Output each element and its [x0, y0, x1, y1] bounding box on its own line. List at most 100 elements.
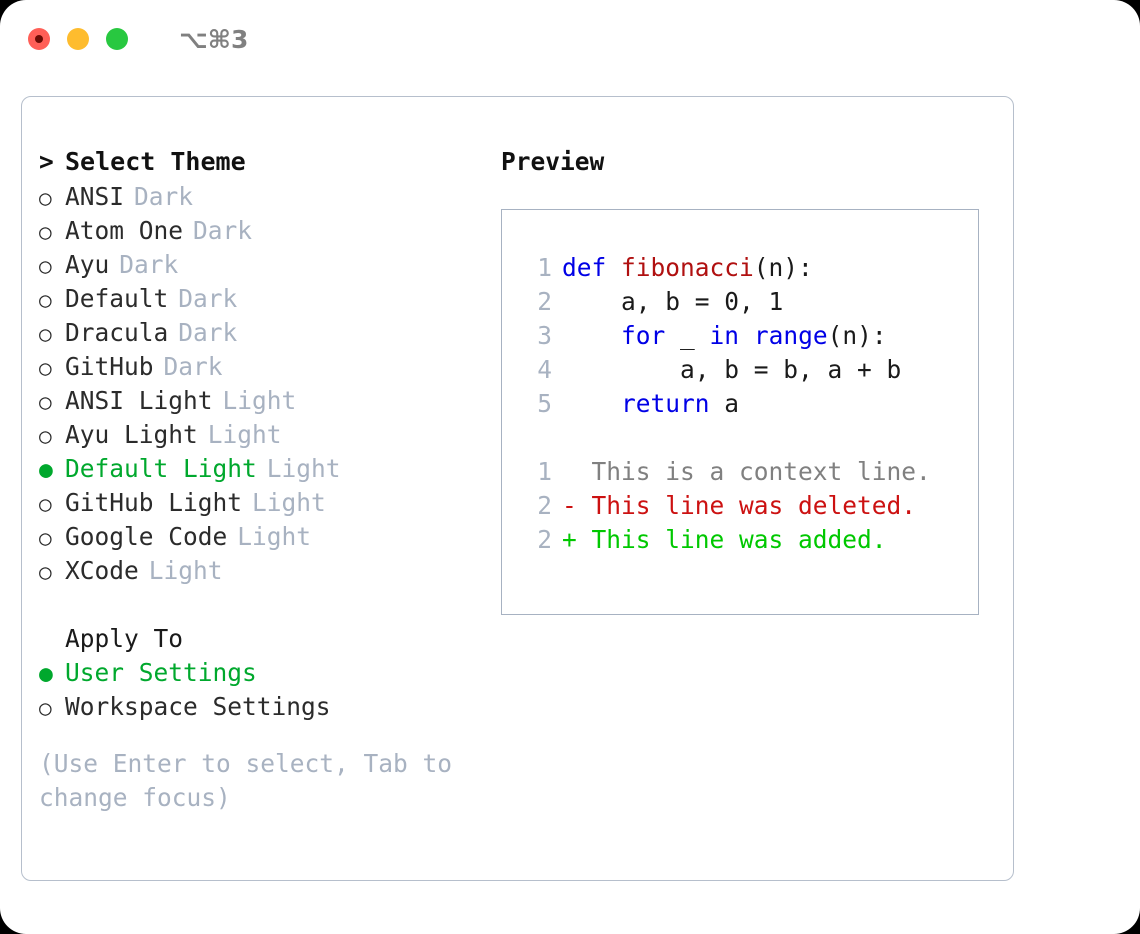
- theme-option-default[interactable]: ○ Default Dark: [39, 284, 494, 318]
- radio-empty-icon: ○: [39, 696, 52, 720]
- code-line-text: return a: [562, 389, 739, 418]
- radio-empty-icon: ○: [39, 424, 52, 448]
- radio-empty-icon: ○: [39, 560, 52, 584]
- radio-empty-icon: ○: [39, 288, 52, 312]
- theme-option-dracula[interactable]: ○ Dracula Dark: [39, 318, 494, 352]
- keyboard-hint-text: (Use Enter to select, Tab to change focu…: [39, 749, 453, 812]
- code-line: 1 def fibonacci(n):: [518, 253, 978, 287]
- apply-to-option-user-settings[interactable]: ●User Settings: [39, 658, 494, 692]
- radio-selected-icon: ●: [39, 457, 53, 483]
- code-token-plain: _: [665, 321, 710, 350]
- code-line-text: for _ in range(n):: [562, 321, 887, 350]
- theme-option-label: ANSI Light: [65, 386, 213, 415]
- close-icon: [35, 35, 43, 43]
- theme-option-label: Google Code: [65, 522, 228, 551]
- minimize-button[interactable]: [67, 28, 89, 50]
- theme-option-label: Default Light: [65, 454, 257, 483]
- diff-sign: +: [562, 525, 577, 554]
- code-line-number: 1: [537, 253, 552, 282]
- theme-option-tag: Dark: [178, 284, 238, 313]
- diff-line: 2+ This line was added.: [518, 525, 978, 559]
- code-token-plain: a, b = 0, 1: [562, 287, 784, 316]
- list-spacer: [39, 590, 494, 624]
- theme-list-header: > Select Theme: [39, 147, 494, 182]
- code-line-number: 4: [537, 355, 552, 384]
- diff-line-text: This line was added.: [591, 525, 887, 554]
- theme-option-tag: Dark: [178, 318, 238, 347]
- apply-to-header-label: Apply To: [65, 624, 184, 653]
- theme-option-tag: Light: [207, 420, 282, 449]
- theme-option-ayu-light[interactable]: ○ Ayu Light Light: [39, 420, 494, 454]
- diff-line: 1 This is a context line.: [518, 457, 978, 491]
- code-line-text: a, b = 0, 1: [562, 287, 783, 316]
- diff-line-text: This line was deleted.: [591, 491, 917, 520]
- theme-option-label: Dracula: [65, 318, 169, 347]
- traffic-lights: [28, 28, 128, 50]
- theme-option-label: XCode: [65, 556, 139, 585]
- keyboard-shortcut-label: ⌥⌘3: [179, 24, 249, 54]
- diff-sample: 1 This is a context line.2- This line wa…: [518, 457, 978, 559]
- theme-option-tag: Dark: [163, 352, 223, 381]
- diff-sign: -: [562, 491, 577, 520]
- theme-option-label: Atom One: [65, 216, 184, 245]
- theme-list-header-label: Select Theme: [65, 147, 246, 176]
- code-line: 5 return a: [518, 389, 978, 423]
- radio-empty-icon: ○: [39, 526, 52, 550]
- code-token-plain: [562, 321, 621, 350]
- close-button[interactable]: [28, 28, 50, 50]
- theme-option-github[interactable]: ○ GitHub Dark: [39, 352, 494, 386]
- theme-option-tag: Light: [237, 522, 312, 551]
- theme-option-tag: Light: [266, 454, 341, 483]
- code-line-number: 5: [537, 389, 552, 418]
- radio-empty-icon: ○: [39, 390, 52, 414]
- theme-option-default-light[interactable]: ● Default Light Light: [39, 454, 494, 488]
- radio-empty-icon: ○: [39, 220, 52, 244]
- diff-line-number: 2: [537, 491, 552, 520]
- code-line: 2 a, b = 0, 1: [518, 287, 978, 321]
- radio-empty-icon: ○: [39, 356, 52, 380]
- radio-empty-icon: ○: [39, 492, 52, 516]
- code-blank-line: [518, 423, 978, 457]
- code-token-plain: [562, 389, 621, 418]
- code-line-number: 2: [537, 287, 552, 316]
- apply-to-option-label: Workspace Settings: [65, 692, 331, 721]
- zoom-button[interactable]: [106, 28, 128, 50]
- diff-gap: [577, 525, 592, 554]
- apply-to-option-workspace-settings[interactable]: ○ Workspace Settings: [39, 692, 494, 726]
- code-token-kw: return: [621, 389, 710, 418]
- theme-option-google-code[interactable]: ○ Google Code Light: [39, 522, 494, 556]
- radio-empty-icon: ○: [39, 254, 52, 278]
- window-titlebar: ⌥⌘3: [0, 0, 1140, 78]
- diff-gap: [577, 457, 592, 486]
- theme-option-tag: Light: [252, 488, 326, 517]
- radio-empty-icon: ○: [39, 186, 52, 210]
- theme-option-label: GitHub: [65, 352, 154, 381]
- code-token-plain: [739, 321, 754, 350]
- code-line-text: def fibonacci(n):: [562, 253, 813, 282]
- code-token-plain: a: [709, 389, 740, 418]
- theme-option-label: Ayu Light: [65, 420, 198, 449]
- code-token-plain: (n):: [753, 253, 813, 282]
- code-token-plain: a, b = b, a + b: [562, 355, 902, 384]
- caret-icon: >: [39, 147, 54, 176]
- preview-title: Preview: [501, 147, 605, 176]
- theme-option-label: Default: [65, 284, 169, 313]
- code-token-kw: in: [709, 321, 740, 350]
- theme-option-label: Ayu: [65, 250, 110, 279]
- diff-sign: [562, 457, 577, 486]
- apply-to-header: Apply To: [39, 624, 494, 658]
- code-line-number: 3: [537, 321, 552, 350]
- radio-empty-icon: ○: [39, 322, 52, 346]
